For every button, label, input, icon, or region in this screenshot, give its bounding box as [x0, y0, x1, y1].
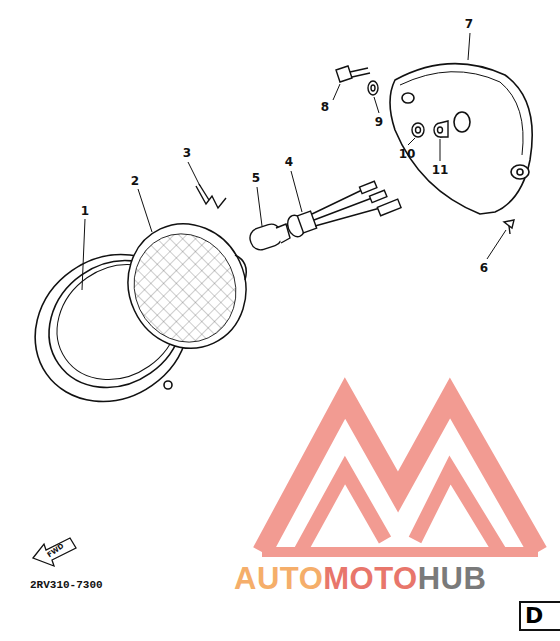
spring-clip — [196, 184, 226, 208]
callout-number: 8 — [321, 101, 329, 113]
callout-number: 11 — [432, 164, 449, 176]
callout-number: 9 — [375, 116, 383, 128]
bulb-socket — [285, 181, 401, 239]
collar — [434, 121, 448, 137]
callout-number: 10 — [399, 148, 416, 160]
watermark-logo — [262, 398, 538, 552]
watermark-word: AUTO — [234, 561, 323, 597]
page-tab: D — [519, 601, 560, 631]
callout-number: 2 — [131, 175, 139, 187]
screw — [504, 220, 514, 234]
watermark-word: HUB — [418, 561, 487, 597]
callout-number: 6 — [480, 262, 488, 274]
callout-number: 3 — [183, 147, 191, 159]
grommet — [412, 123, 424, 137]
headlight-housing — [390, 64, 532, 214]
callout-number: 4 — [285, 156, 293, 168]
bulb — [247, 222, 290, 253]
callout-number: 7 — [465, 18, 473, 30]
leader-lines — [82, 33, 506, 290]
bolt — [336, 66, 370, 82]
watermark-text: AUTOMOTOHUB — [234, 561, 486, 597]
watermark-word: MOTO — [323, 561, 417, 597]
forward-arrow — [33, 538, 76, 566]
callout-number: 1 — [81, 205, 89, 217]
washer — [368, 81, 378, 95]
callout-number: 5 — [252, 172, 260, 184]
headlight-lens — [108, 204, 266, 367]
part-code: 2RV310-7300 — [30, 580, 103, 591]
